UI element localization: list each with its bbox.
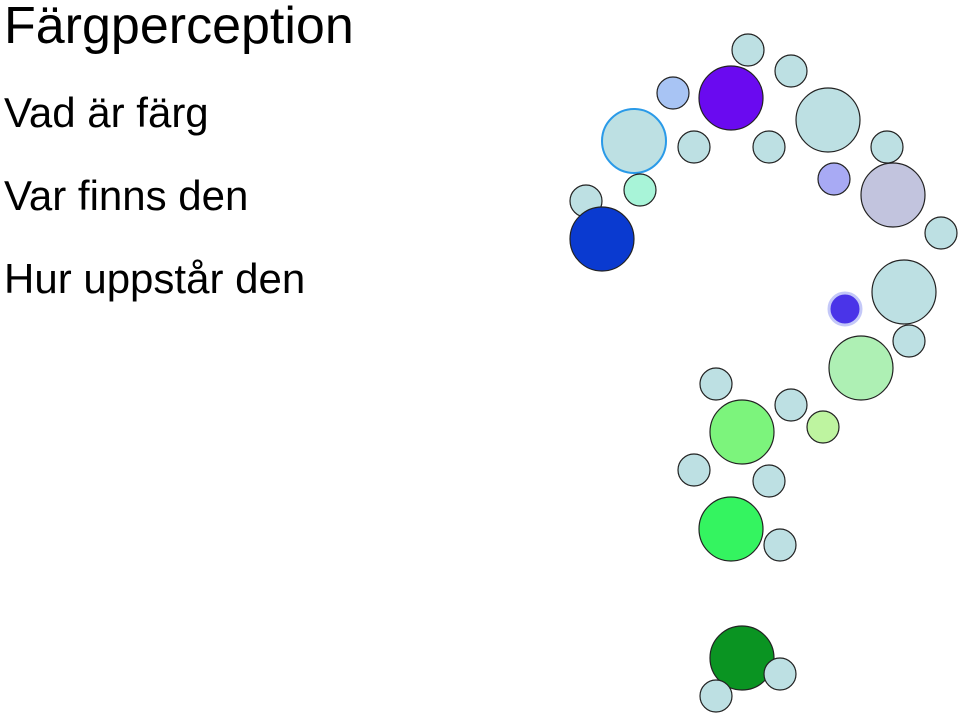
bubble (677, 130, 711, 164)
bubble (709, 625, 775, 691)
bubble (795, 87, 861, 153)
bubble (806, 410, 840, 444)
bubble (763, 657, 797, 691)
bubble (828, 335, 894, 401)
bubble (870, 130, 904, 164)
bubble (656, 76, 690, 110)
bubble (924, 216, 958, 250)
bubble (871, 259, 937, 325)
bubble (752, 130, 786, 164)
bubble (698, 65, 764, 131)
bubble (752, 464, 786, 498)
bubble (827, 291, 863, 327)
slide-title: Färgperception (4, 0, 354, 55)
bubble (731, 33, 765, 67)
bubble (677, 453, 711, 487)
bubble (860, 162, 926, 228)
bubble (698, 496, 764, 562)
bullet-item: Vad är färg (4, 89, 209, 136)
bubble (699, 679, 733, 713)
bubble (709, 399, 775, 465)
bubble (774, 54, 808, 88)
bubble (763, 528, 797, 562)
bubble (623, 173, 657, 207)
bullet-item: Hur uppstår den (4, 255, 306, 302)
bubble (892, 324, 926, 358)
bubble (817, 162, 851, 196)
bullet-item: Var finns den (4, 172, 249, 219)
bullet-list: Vad är färg Var finns den Hur uppstår de… (4, 88, 305, 337)
bubble (774, 388, 808, 422)
bubble (569, 206, 635, 272)
bubble (601, 108, 667, 174)
bubble (699, 367, 733, 401)
